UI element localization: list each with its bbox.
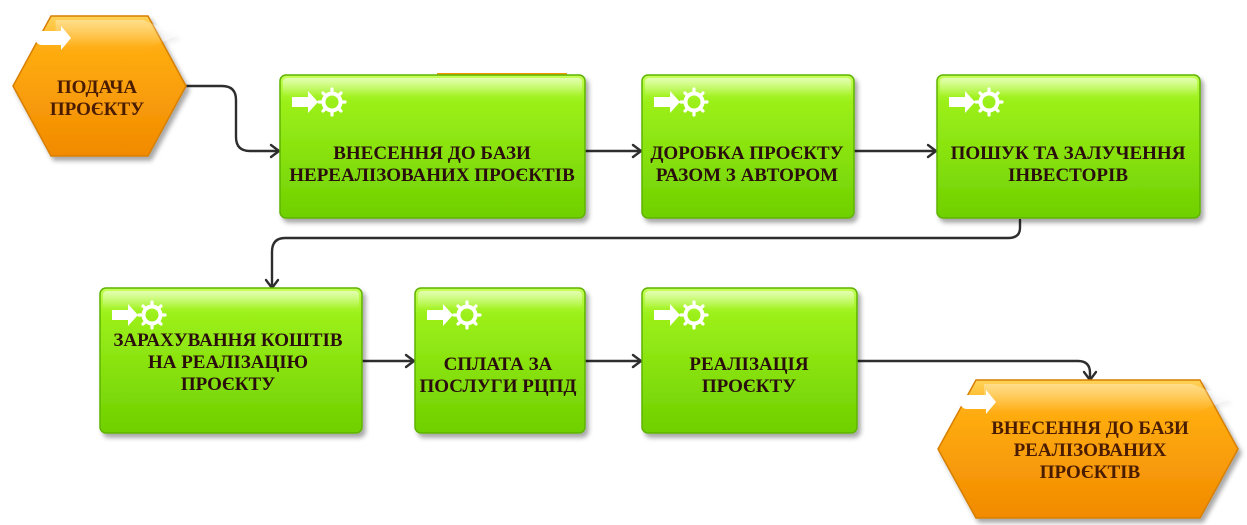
- event-hexagon: [937, 379, 1239, 519]
- function-box: [99, 287, 363, 434]
- node-label-line: РЕАЛІЗОВАНИХ: [1014, 440, 1167, 461]
- node-label-line: РАЗОМ З АВТОРОМ: [656, 165, 838, 186]
- edge-f6-to-end: [854, 359, 1092, 381]
- gloss-highlight: [283, 78, 582, 96]
- node-label-line: ВНЕСЕННЯ ДО БАЗИ: [991, 418, 1189, 439]
- arrowhead: [926, 143, 938, 159]
- node-label-line: ПРОЄКТУ: [50, 99, 144, 120]
- gloss-highlight: [940, 78, 1197, 96]
- edge-start-to-f1: [179, 84, 281, 153]
- node-label-line: ПРОЄКТУ: [181, 374, 275, 395]
- edge-f3-to-f4: [270, 218, 1022, 289]
- node-label-line: НЕРЕАЛІЗОВАНИХ ПРОЄКТІВ: [289, 165, 575, 186]
- node-label-line: ПОШУК ТА ЗАЛУЧЕННЯ: [951, 143, 1186, 164]
- node-label-line: ІНВЕСТОРІВ: [1008, 165, 1128, 186]
- function-box: [279, 74, 586, 219]
- gloss-highlight: [103, 291, 359, 309]
- gloss-highlight: [984, 384, 1230, 414]
- node-label-line: НА РЕАЛІЗАЦІЮ: [148, 352, 308, 373]
- node-label-line: ПОСЛУГИ РЦПД: [420, 376, 577, 397]
- gloss-highlight: [55, 20, 178, 50]
- gloss-highlight: [645, 291, 854, 309]
- node-label-line: ВНЕСЕННЯ ДО БАЗИ: [333, 143, 531, 164]
- arrowhead: [631, 353, 643, 369]
- event-hexagon: [12, 15, 187, 157]
- gloss-highlight: [418, 291, 582, 309]
- gloss-highlight: [645, 78, 851, 96]
- function-box: [936, 74, 1201, 219]
- node-label-line: СПЛАТА ЗА: [444, 354, 553, 375]
- arrowhead: [404, 353, 416, 369]
- node-label-line: ЗАРАХУВАННЯ КОШТІВ: [113, 330, 343, 351]
- arrowhead: [631, 143, 643, 159]
- arrowhead: [269, 143, 281, 159]
- node-label-line: ПРОЄКТІВ: [1040, 462, 1141, 483]
- node-label-line: ДОРОБКА ПРОЄКТУ: [650, 143, 843, 164]
- node-label-line: ПОДАЧА: [57, 77, 137, 98]
- node-label-line: ПРОЄКТУ: [702, 376, 796, 397]
- node-label-line: РЕАЛІЗАЦІЯ: [689, 354, 808, 375]
